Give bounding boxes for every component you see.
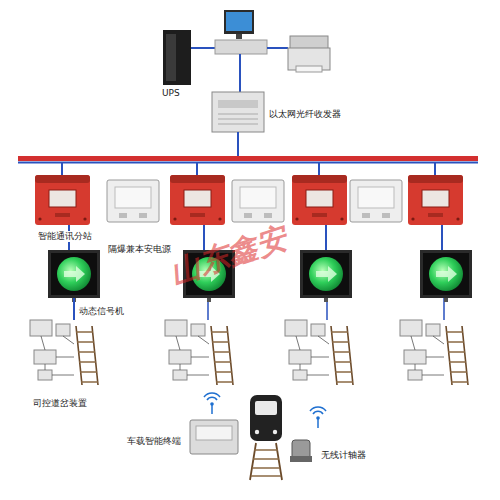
node-label: 车载智能终端: [126, 436, 182, 447]
node-label: 动态信号机: [78, 306, 125, 317]
node-label: 智能通讯分站: [37, 231, 93, 242]
ups-unit: UPS: [163, 30, 191, 85]
switch-device: 司控道岔装置: [30, 320, 100, 385]
axle-counter: 无线计轴器: [288, 432, 314, 464]
connector-line: [73, 298, 75, 320]
comm-substation: 智能通讯分站: [35, 175, 90, 225]
watermark: 山东鑫安: [165, 218, 292, 294]
node-label: 无线计轴器: [320, 450, 367, 461]
fiber-transceiver: 以太网光纤收发器: [212, 92, 264, 132]
node-label: 司控道岔装置: [32, 398, 88, 409]
signal-light: 动态信号机: [48, 250, 100, 298]
power-supply: 隔爆兼本安电源: [107, 180, 159, 222]
node-label: 以太网光纤收发器: [268, 109, 342, 120]
node-label: UPS: [161, 88, 181, 99]
node-label: 隔爆兼本安电源: [107, 244, 172, 255]
vehicle-terminal: 车载智能终端: [190, 420, 238, 454]
